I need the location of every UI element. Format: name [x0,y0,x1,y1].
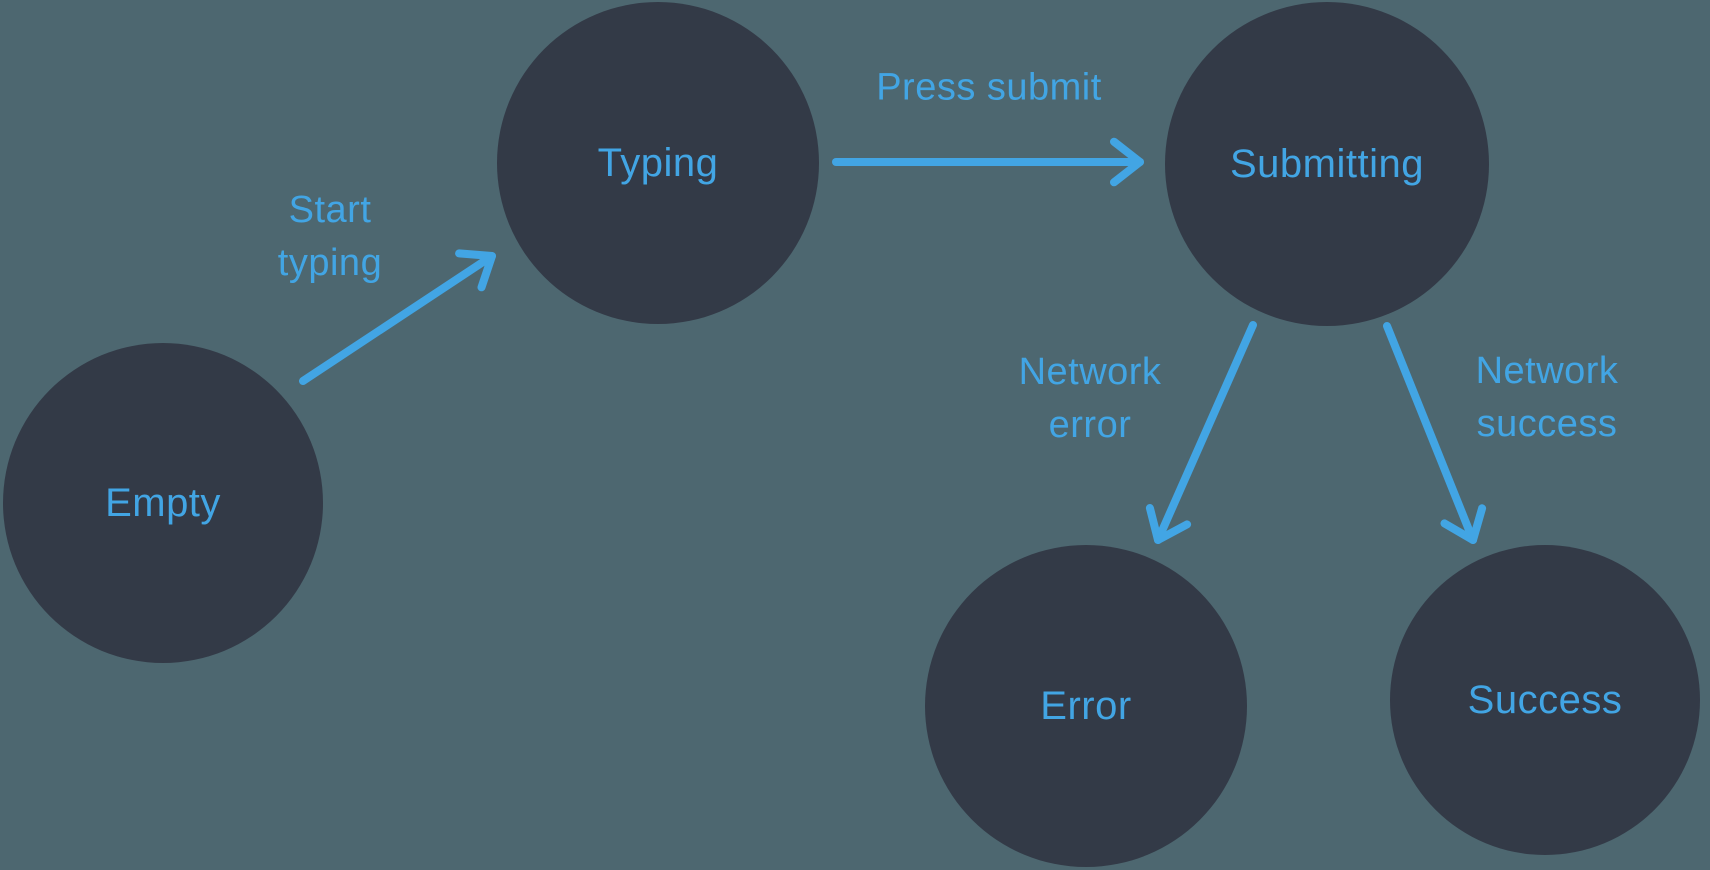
state-node-submitting: Submitting [1165,2,1489,326]
arrow-line [1154,321,1257,544]
arrowhead-icon [1110,137,1144,187]
transition-label-press-submit: Press submit [876,66,1102,109]
transition-label-start-typing: Start typing [277,189,383,284]
arrow-line [1383,322,1477,544]
state-node-error: Error [925,545,1247,867]
transition-label-network-success: Network success [1475,350,1619,445]
state-node-empty: Empty [3,343,323,663]
arrow-network-error [1145,321,1257,544]
state-label-error: Error [1040,683,1132,728]
arrow-network-success [1383,322,1487,544]
arrow-press-submit [832,137,1144,187]
state-label-empty: Empty [105,480,221,525]
arrowhead-icon [455,249,496,292]
state-node-success: Success [1390,545,1700,855]
arrowhead-icon [1440,504,1487,544]
state-label-typing: Typing [597,140,719,185]
state-label-success: Success [1467,677,1623,722]
state-node-typing: Typing [497,2,819,324]
transition-label-network-error: Network error [1018,351,1162,446]
state-label-submitting: Submitting [1230,141,1424,186]
arrowhead-icon [1145,504,1192,544]
